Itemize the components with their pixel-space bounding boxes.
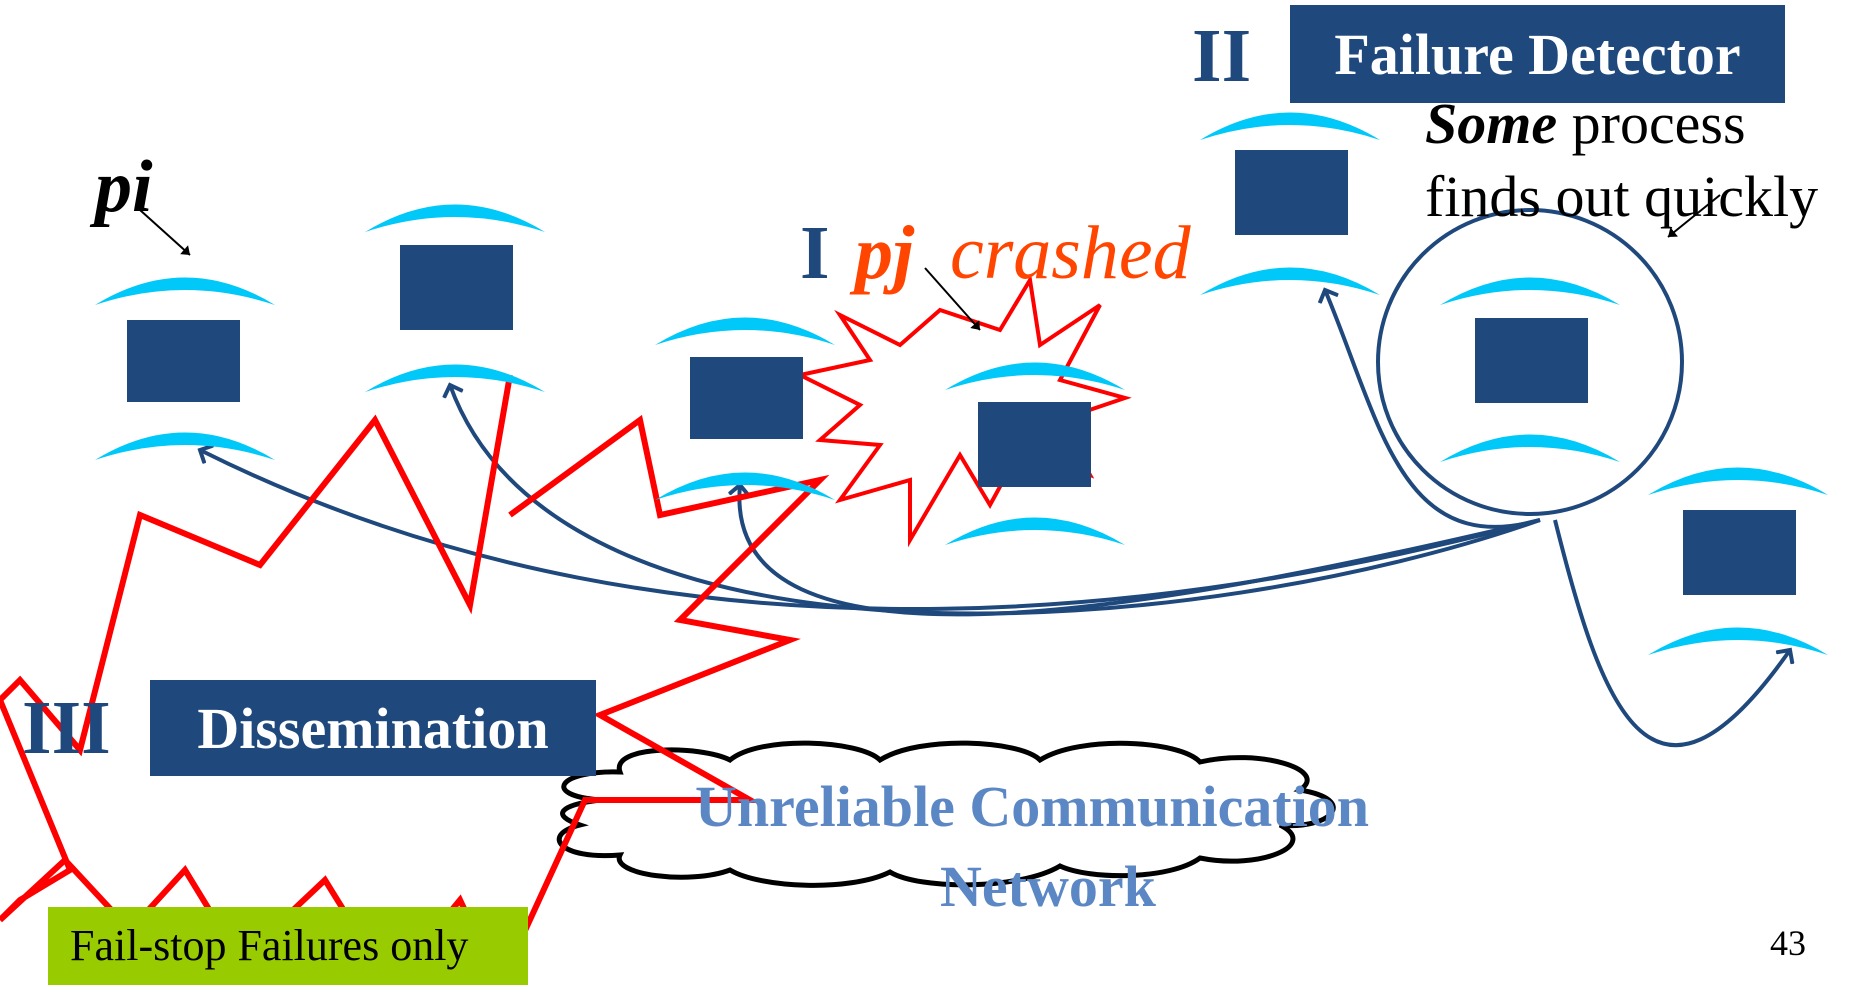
- crash-explosion: [794, 274, 1132, 548]
- stage-3-numeral: III: [22, 686, 111, 770]
- process-detector: [1440, 277, 1620, 462]
- process-3: [655, 317, 835, 500]
- pj-pointer: [924, 267, 981, 331]
- pi-label: pi: [95, 146, 153, 228]
- process-far-right: [1648, 467, 1828, 655]
- failure-detector-label: Failure Detector: [1290, 5, 1785, 103]
- dissemination-label: Dissemination: [150, 680, 596, 776]
- pj-label: pj: [855, 211, 915, 295]
- detector-circle: [1376, 208, 1684, 516]
- network-line1: Unreliable Communication: [695, 774, 1369, 839]
- crashed-label: crashed: [950, 211, 1191, 295]
- process-2: [365, 204, 545, 392]
- some-process-pointer: [1667, 194, 1721, 238]
- page-number: 43: [1770, 923, 1806, 963]
- network-cloud: [556, 740, 1336, 888]
- process-pi: [95, 277, 275, 460]
- stage-1-numeral: I: [800, 211, 830, 295]
- network-line2: Network: [940, 854, 1156, 919]
- some-emphasis: Some: [1425, 91, 1558, 156]
- pi-pointer: [139, 209, 191, 256]
- stage-2-numeral: II: [1192, 14, 1252, 98]
- process-top-right: [1200, 112, 1380, 295]
- some-process-line2: finds out quickly: [1425, 164, 1819, 229]
- some-process-line1: Some process: [1425, 95, 1746, 153]
- process-word: process: [1557, 91, 1746, 156]
- process-pj: [945, 362, 1125, 545]
- footnote-badge: Fail-stop Failures only: [48, 907, 528, 985]
